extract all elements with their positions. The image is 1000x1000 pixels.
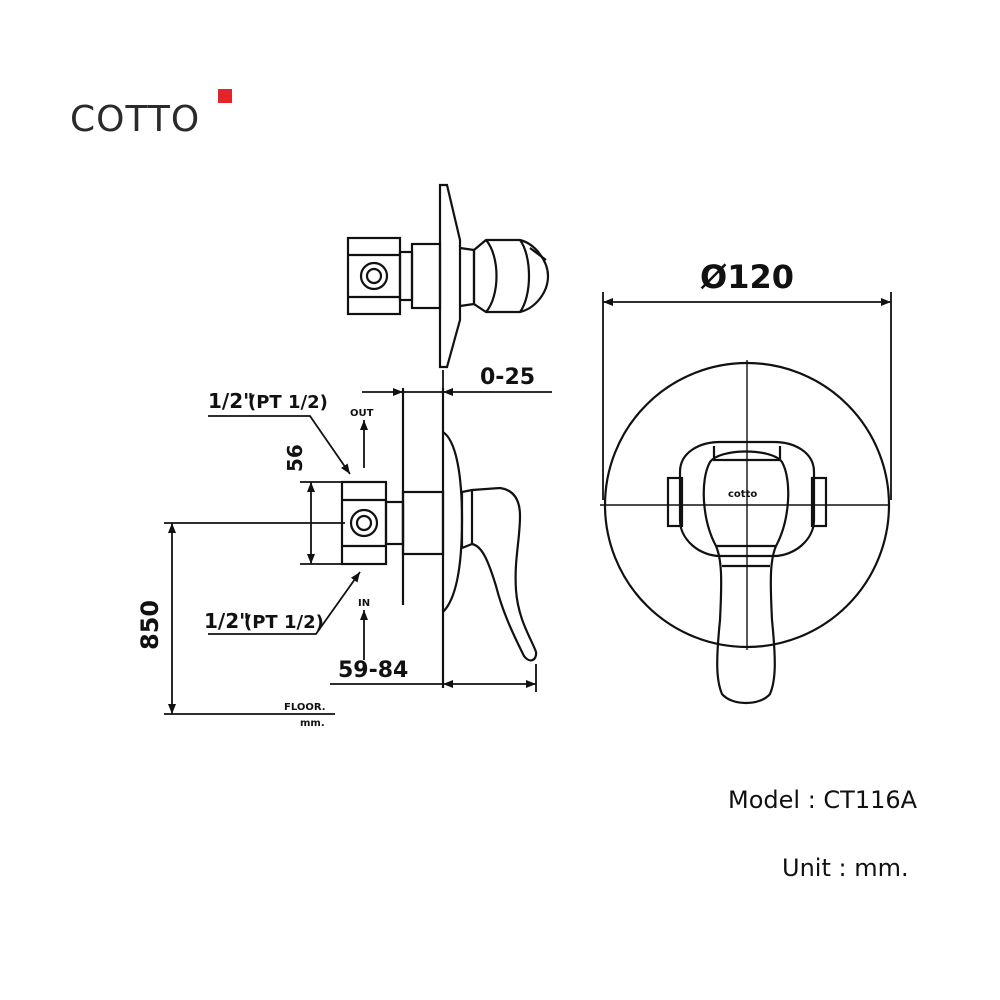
top-view-body <box>346 236 402 316</box>
handle-brand-mark: cotto <box>728 489 757 500</box>
side-view-handle <box>460 486 538 662</box>
side-view <box>340 388 538 688</box>
side-view-escutcheon <box>442 431 464 613</box>
floor-label: FLOOR. <box>284 702 326 713</box>
model-label: Model <box>728 786 801 814</box>
top-pipe-leader <box>208 415 351 475</box>
unit-value: mm. <box>854 854 909 882</box>
unit-info: Unit : mm. <box>782 854 909 882</box>
bottom-pipe-thread: (PT 1/2) <box>244 612 324 633</box>
side-view-port <box>349 508 379 538</box>
in-label: IN <box>358 598 370 609</box>
height-label: 850 <box>136 600 164 650</box>
unit-label: Unit <box>782 854 831 882</box>
depth-label: 0-25 <box>480 365 535 390</box>
top-pipe-thread: (PT 1/2) <box>248 392 328 413</box>
front-view-handle <box>702 450 790 705</box>
top-view-handle <box>472 238 550 314</box>
side-view-body <box>340 480 388 566</box>
brand-mark-icon <box>218 89 232 103</box>
top-view-plate <box>438 183 462 369</box>
bottom-pipe-leader <box>208 571 361 635</box>
top-pipe-size: 1/2" <box>208 389 254 413</box>
brand-name: COTTO <box>70 99 201 140</box>
projection-label: 59-84 <box>338 658 408 683</box>
top-view-port <box>359 261 389 291</box>
diameter-label: Ø120 <box>700 258 794 296</box>
front-view-hub <box>678 440 816 558</box>
model-value: CT116A <box>823 786 918 814</box>
dimensions <box>164 292 892 715</box>
spacing-label: 56 <box>283 444 307 472</box>
unit-separator: : <box>838 854 855 882</box>
brand-logo: COTTO <box>70 85 240 145</box>
bottom-pipe-size: 1/2" <box>204 609 250 633</box>
model-info: Model : CT116A <box>728 786 917 814</box>
out-label: OUT <box>350 408 374 419</box>
front-view: cotto <box>600 360 891 705</box>
top-view <box>346 183 550 369</box>
floor-unit-label: mm. <box>300 718 325 729</box>
model-separator: : <box>807 786 824 814</box>
